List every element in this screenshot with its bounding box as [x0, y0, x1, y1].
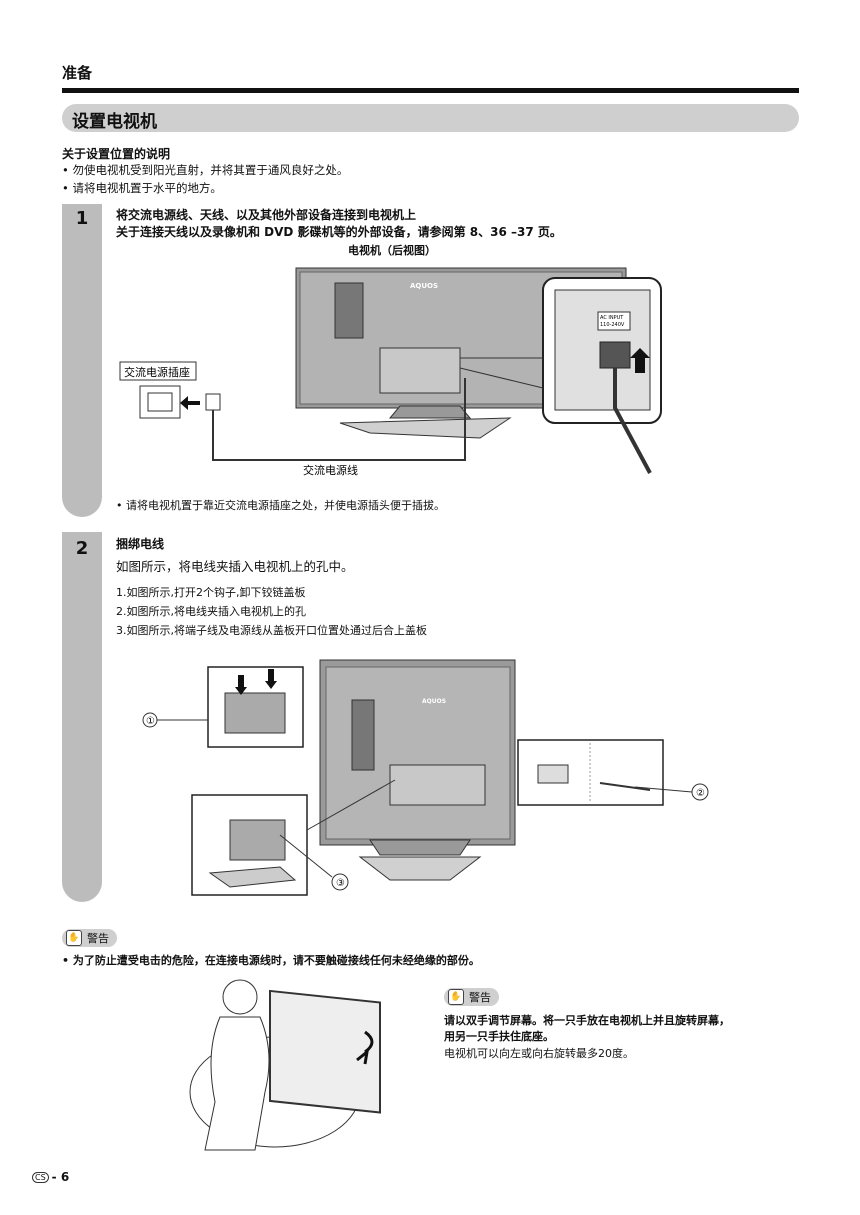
step-2-bar — [62, 532, 102, 902]
inset-2-hole — [599, 782, 651, 791]
callout-2-line — [634, 786, 693, 793]
inset-1-arrow-2 — [265, 669, 277, 689]
section-label: 准备 — [62, 64, 93, 82]
outlet-label: 交流电源插座 — [124, 365, 190, 379]
inset-3-base — [208, 866, 297, 888]
person-body — [204, 1016, 270, 1151]
cord-label: 交流电源线 — [303, 463, 358, 477]
inset-1-arrow-1 — [235, 675, 247, 695]
warning-badge-1: ✋ 警告 — [62, 929, 117, 947]
person-rotating-tv-illustration — [189, 979, 381, 1151]
ac-input-label: AC INPUT — [600, 315, 624, 321]
callout-1: ① — [146, 716, 155, 727]
outlet-face — [147, 392, 173, 412]
hand-warning-icon-2: ✋ — [448, 989, 464, 1005]
person-head — [222, 979, 258, 1015]
ac-input-voltage: 110-240V — [600, 322, 625, 328]
step-2-item-3: 3.如图所示,将端子线及电源线从盖板开口位置处通过后合上盖板 — [116, 624, 427, 637]
warning-badge-2: ✋ 警告 — [444, 988, 499, 1006]
inset-1-cover — [224, 692, 286, 734]
inset-line-2 — [459, 367, 544, 389]
hinge-cover-2 — [389, 764, 486, 806]
callout-3-line — [279, 834, 333, 878]
cable-bundle-illustration: AQUOS ① ② ③ — [142, 659, 709, 896]
tv-screen — [269, 989, 381, 1114]
tv-hinge-cover — [379, 347, 461, 394]
stand-2-base — [358, 856, 482, 881]
ac-insert-arrow — [630, 348, 650, 373]
language-badge: CS — [32, 1171, 49, 1183]
step-1-bar — [62, 204, 102, 517]
step-2-item-2: 2.如图所示,将电线夹插入电视机上的孔 — [116, 605, 306, 618]
callout-3: ③ — [336, 878, 345, 889]
page-number: - 6 — [51, 1170, 70, 1184]
step-2-item-1: 1.如图所示,打开2个钩子,卸下铰链盖板 — [116, 586, 306, 599]
callout-2: ② — [696, 788, 705, 799]
step-1-line-2: 关于连接天线以及录像机和 DVD 影碟机等的外部设备，请参阅第 8、36 –37… — [116, 225, 562, 239]
step-1-line-1: 将交流电源线、天线、以及其他外部设备连接到电视机上 — [116, 208, 417, 222]
inset-3-pointer — [306, 779, 396, 831]
tv-brand-text: AQUOS — [410, 282, 438, 290]
warning-2-line-2: 用另一只手扶住底座。 — [444, 1030, 554, 1043]
tv-stand-base — [339, 417, 512, 439]
warning-badge-2-label: 警告 — [469, 991, 491, 1004]
tv-rear-illustration: AQUOS 交流电源插座 交流电源线 AC INPUT 110-240V — [119, 267, 662, 477]
warning-2-line-3: 电视机可以向左或向右旋转最多20度。 — [444, 1047, 634, 1060]
stand-2 — [369, 839, 471, 856]
warning-2-line-1: 请以双手调节屏幕。将一只手放在电视机上并且旋转屏幕， — [444, 1014, 730, 1027]
inset-2-clip — [537, 764, 569, 784]
placement-bullet-2: • 请将电视机置于水平的地方。 — [62, 181, 222, 195]
inset-3-cover — [229, 819, 286, 861]
placement-bullet-1: • 勿使电视机受到阳光直射，并将其置于通风良好之处。 — [62, 163, 349, 177]
ac-plug — [599, 341, 631, 369]
tv-terminal-panel — [334, 282, 364, 339]
warning-1-text: • 为了防止遭受电击的危险，在连接电源线时，请不要触碰接线任何未经绝缘的部份。 — [62, 954, 480, 967]
tv-brand-text-2: AQUOS — [422, 698, 446, 705]
outlet-label-box — [119, 361, 197, 381]
warning-badge-1-label: 警告 — [87, 932, 109, 945]
page-footer: CS - 6 — [32, 1170, 69, 1184]
title-bar — [62, 104, 799, 132]
hand-warning-icon: ✋ — [66, 930, 82, 946]
callout-3-circle — [331, 873, 349, 891]
tv-stand-neck — [388, 405, 472, 419]
step-2-number: 2 — [75, 538, 89, 559]
header-rule — [62, 88, 799, 93]
page-title: 设置电视机 — [72, 112, 157, 132]
figure-caption: 电视机（后视图） — [348, 244, 436, 257]
step-2-heading: 捆绑电线 — [116, 537, 165, 551]
step-1-number: 1 — [75, 208, 89, 229]
ac-cord — [613, 368, 652, 474]
ac-input-label-box — [597, 311, 631, 331]
step-1-note: • 请将电视机置于靠近交流电源插座之处，并使电源插头便于插拔。 — [116, 499, 445, 512]
rotate-arrow-icon — [356, 1030, 374, 1065]
step-2-intro: 如图所示，将电线夹插入电视机上的孔中。 — [116, 559, 354, 574]
insert-arrow — [180, 396, 200, 410]
power-cord — [212, 378, 466, 461]
plug — [205, 393, 221, 411]
placement-heading: 关于设置位置的说明 — [62, 147, 171, 161]
tv-terminals-2 — [351, 699, 375, 771]
